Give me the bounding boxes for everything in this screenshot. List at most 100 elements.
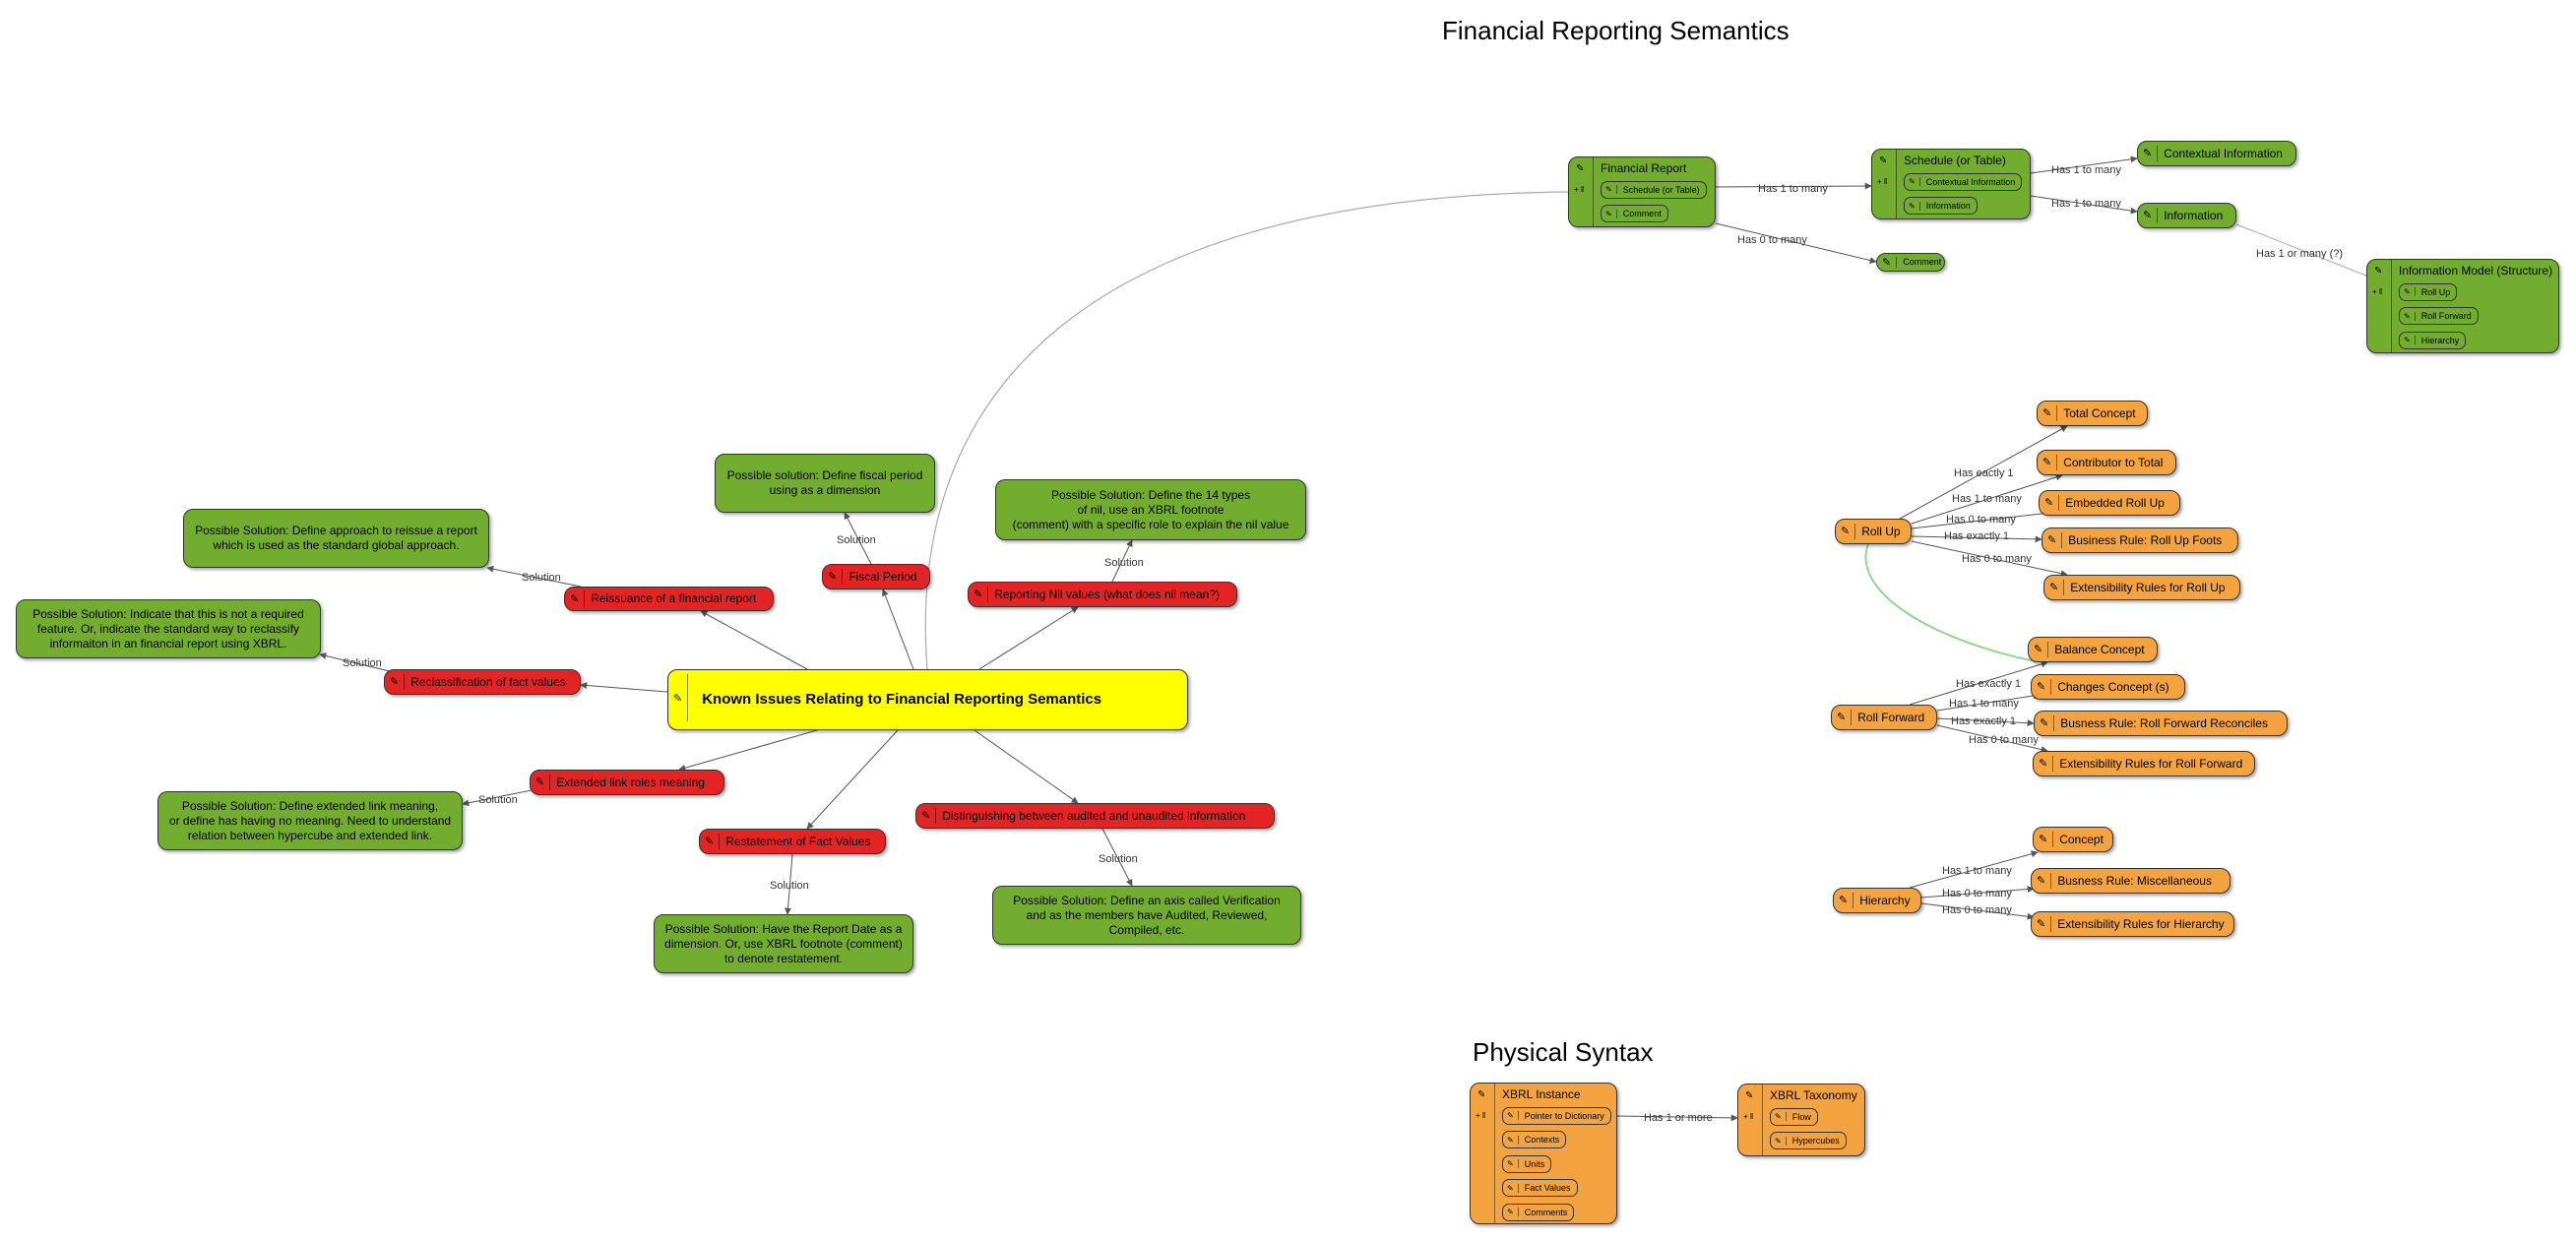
extensibility-hierarchy-label: Extensibility Rules for Hierarchy bbox=[2057, 916, 2225, 931]
center-topic-node[interactable]: ✎ Known Issues Relating to Financial Rep… bbox=[667, 669, 1188, 730]
edge-label-ru-ext: Has 0 to many bbox=[1962, 553, 2032, 565]
pencil-icon: ✎ bbox=[1905, 177, 1920, 186]
pencil-icon: ✎ bbox=[1503, 1159, 1519, 1168]
business-rule-roll-forward-label: Busness Rule: Roll Forward Reconciles bbox=[2060, 715, 2268, 730]
plus-minus-icon[interactable]: + ‖ bbox=[2372, 287, 2383, 296]
xbrl-instance-group[interactable]: ✎ + ‖ XBRL Instance ✎Pointer to Dictiona… bbox=[1470, 1083, 1617, 1224]
financial-report-group[interactable]: ✎ + ‖ Financial Report ✎Schedule (or Tab… bbox=[1568, 156, 1716, 227]
embedded-roll-up-node[interactable]: ✎ Embedded Roll Up bbox=[2039, 490, 2180, 516]
contextual-information-node[interactable]: ✎ Contextual Information bbox=[2137, 141, 2296, 166]
business-rule-misc-label: Busness Rule: Miscellaneous bbox=[2057, 873, 2212, 888]
pencil-icon: ✎ bbox=[2040, 494, 2060, 512]
extensibility-roll-forward-label: Extensibility Rules for Roll Forward bbox=[2059, 756, 2243, 771]
pencil-icon: ✎ bbox=[1503, 1183, 1519, 1193]
xbrl-instance-item-comments[interactable]: ✎Comments bbox=[1502, 1203, 1575, 1221]
pencil-icon: ✎ bbox=[700, 833, 721, 850]
schedule-items: ✎Contextual Information ✎Information bbox=[1904, 171, 2023, 219]
changes-concept-node[interactable]: ✎ Changes Concept (s) bbox=[2031, 674, 2185, 700]
pencil-icon: ✎ bbox=[1836, 523, 1856, 540]
roll-forward-node[interactable]: ✎ Roll Forward bbox=[1831, 705, 1937, 730]
solution-extended-link-node[interactable]: Possible Solution: Define extended link … bbox=[157, 791, 463, 850]
xbrl-instance-title: XBRL Instance bbox=[1502, 1087, 1581, 1101]
item-label: Comment bbox=[1622, 209, 1662, 218]
solution-reissuance-node[interactable]: Possible Solution: Define approach to re… bbox=[183, 509, 489, 568]
plus-minus-icon[interactable]: + ‖ bbox=[1476, 1111, 1486, 1120]
solution-reclassification-node[interactable]: Possible Solution: Indicate that this is… bbox=[16, 599, 321, 658]
issue-nil-values-node[interactable]: ✎ Reporting Nil values (what does nil me… bbox=[968, 582, 1237, 607]
comment-node[interactable]: ✎ Comment bbox=[1876, 253, 1945, 272]
business-rule-roll-up-node[interactable]: ✎ Business Rule: Roll Up Foots bbox=[2042, 527, 2238, 553]
issue-fiscal-period-node[interactable]: ✎ Fiscal Period bbox=[822, 564, 930, 589]
solution-fiscal-period-label: Possible solution: Define fiscal period … bbox=[726, 468, 923, 497]
extensibility-hierarchy-node[interactable]: ✎ Extensibility Rules for Hierarchy bbox=[2031, 911, 2234, 937]
pencil-icon: ✎ bbox=[2042, 531, 2063, 549]
balance-concept-node[interactable]: ✎ Balance Concept bbox=[2028, 637, 2158, 662]
business-rule-misc-node[interactable]: ✎ Busness Rule: Miscellaneous bbox=[2031, 868, 2230, 894]
roll-up-node[interactable]: ✎ Roll Up bbox=[1835, 519, 1912, 544]
edge-ru-total bbox=[1899, 425, 2068, 520]
extensibility-roll-up-node[interactable]: ✎ Extensibility Rules for Roll Up bbox=[2043, 575, 2240, 600]
xbrl-instance-item-fact-values[interactable]: ✎Fact Values bbox=[1502, 1179, 1578, 1197]
issue-reclassification-node[interactable]: ✎ Reclassification of fact values bbox=[384, 669, 581, 695]
item-label: Hypercubes bbox=[1791, 1136, 1840, 1146]
solution-restatement-node[interactable]: Possible Solution: Have the Report Date … bbox=[654, 914, 913, 973]
business-rule-roll-forward-node[interactable]: ✎ Busness Rule: Roll Forward Reconciles bbox=[2034, 711, 2288, 736]
xbrl-taxonomy-item-flow[interactable]: ✎Flow bbox=[1770, 1107, 1818, 1126]
issue-audited-node[interactable]: ✎ Distinguishing between audited and una… bbox=[915, 803, 1275, 829]
extensibility-roll-forward-node[interactable]: ✎ Extensibility Rules for Roll Forward bbox=[2033, 751, 2255, 776]
pencil-icon: ✎ bbox=[1602, 209, 1617, 218]
plus-minus-icon[interactable]: + ‖ bbox=[1743, 1112, 1754, 1121]
information-model-group[interactable]: ✎ + ‖ Information Model (Structure) ✎Rol… bbox=[2366, 259, 2559, 353]
total-concept-node[interactable]: ✎ Total Concept bbox=[2037, 401, 2148, 426]
edge-center-restatement bbox=[806, 729, 899, 830]
edge-label-ru-total: Has eactly 1 bbox=[1954, 467, 2014, 479]
item-label: Flow bbox=[1791, 1111, 1811, 1122]
information-label: Information bbox=[2164, 208, 2224, 222]
issue-extended-link-node[interactable]: ✎ Extended link roles meaning bbox=[530, 770, 724, 795]
item-label: Roll Forward bbox=[2420, 311, 2472, 321]
concept-label: Concept bbox=[2059, 832, 2104, 846]
solution-nil-values-node[interactable]: Possible Solution: Define the 14 types o… bbox=[995, 479, 1306, 540]
contributor-to-total-node[interactable]: ✎ Contributor to Total bbox=[2037, 450, 2176, 475]
information-model-item-roll-up[interactable]: ✎Roll Up bbox=[2399, 282, 2458, 301]
hierarchy-node[interactable]: ✎ Hierarchy bbox=[1833, 888, 1921, 913]
xbrl-taxonomy-group[interactable]: ✎ + ‖ XBRL Taxonomy ✎Flow ✎Hypercubes bbox=[1737, 1084, 1865, 1156]
pencil-icon: ✎ bbox=[2138, 145, 2159, 162]
xbrl-taxonomy-item-hypercubes[interactable]: ✎Hypercubes bbox=[1770, 1132, 1847, 1149]
edge-center-nil-values bbox=[978, 606, 1079, 670]
xbrl-instance-item-contexts[interactable]: ✎Contexts bbox=[1502, 1131, 1567, 1148]
xbrl-instance-item-pointer[interactable]: ✎Pointer to Dictionary bbox=[1502, 1106, 1611, 1125]
pencil-icon: ✎ bbox=[2400, 311, 2416, 321]
pencil-icon: ✎ bbox=[1745, 1090, 1754, 1101]
schedule-item-information[interactable]: ✎Information bbox=[1904, 197, 1978, 215]
plus-minus-icon[interactable]: + ‖ bbox=[1574, 185, 1585, 194]
concept-node[interactable]: ✎ Concept bbox=[2033, 827, 2113, 852]
item-label: Schedule (or Table) bbox=[1622, 184, 1700, 195]
pencil-icon: ✎ bbox=[823, 568, 844, 586]
solution-fiscal-period-node[interactable]: Possible solution: Define fiscal period … bbox=[715, 454, 935, 513]
pencil-icon: ✎ bbox=[2034, 755, 2054, 773]
information-model-item-roll-forward[interactable]: ✎ Roll Forward bbox=[2399, 307, 2479, 325]
group-side-controls: ✎ + ‖ bbox=[1872, 150, 1897, 218]
xbrl-instance-item-units[interactable]: ✎Units bbox=[1502, 1154, 1552, 1173]
edge-label-solution-nil: Solution bbox=[1104, 557, 1144, 569]
schedule-group[interactable]: ✎ + ‖ Schedule (or Table) ✎Contextual In… bbox=[1871, 149, 2031, 219]
solution-audited-node[interactable]: Possible Solution: Define an axis called… bbox=[992, 886, 1301, 945]
pencil-icon: ✎ bbox=[1602, 185, 1617, 194]
group-side-controls: ✎ + ‖ bbox=[1569, 157, 1594, 226]
issue-restatement-node[interactable]: ✎ Restatement of Fact Values bbox=[699, 829, 886, 854]
plus-minus-icon[interactable]: + ‖ bbox=[1877, 177, 1888, 186]
edge-label-solution-reclass: Solution bbox=[343, 657, 382, 669]
schedule-item-contextual[interactable]: ✎Contextual Information bbox=[1904, 172, 2023, 191]
edge-label-instance-taxonomy: Has 1 or more bbox=[1644, 1112, 1713, 1124]
title-financial-reporting-semantics: Financial Reporting Semantics bbox=[1442, 16, 1790, 45]
edge-info-model bbox=[2235, 223, 2367, 277]
financial-report-item-schedule[interactable]: ✎ Schedule (or Table) bbox=[1601, 180, 1707, 199]
financial-report-item-comment[interactable]: ✎ Comment bbox=[1601, 205, 1668, 222]
pencil-icon: ✎ bbox=[2032, 678, 2052, 696]
issue-nil-values-label: Reporting Nil values (what does nil mean… bbox=[994, 587, 1220, 601]
information-node[interactable]: ✎ Information bbox=[2137, 203, 2236, 228]
issue-reissuance-node[interactable]: ✎ Reissuance of a financial report bbox=[564, 587, 774, 611]
information-model-item-hierarchy[interactable]: ✎Hierarchy bbox=[2399, 331, 2467, 349]
edge-label-ru-contrib: Has 1 to many bbox=[1952, 493, 2022, 505]
